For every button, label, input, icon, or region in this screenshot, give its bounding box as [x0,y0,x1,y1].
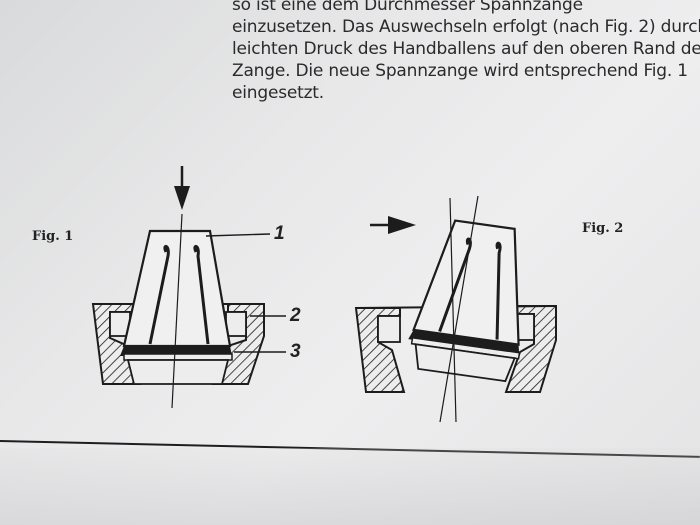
text-line-3: leichten Druck des Handballens auf den o… [232,39,700,59]
part-label-3: 3 [290,341,301,362]
text-line-4: Zange. Die neue Spannzange wird entsprec… [232,61,688,81]
instruction-paragraph: so ist eine dem Durchmesser Spannzange e… [232,0,700,104]
fig2-drawing [354,195,557,423]
right-arrow-icon [370,216,416,234]
part-label-2: 2 [290,305,301,326]
fig1-collet [120,213,233,409]
fig1-label: Fig. 1 [32,229,74,244]
fig2-label: Fig. 2 [582,221,624,236]
vertical-axis-line [449,197,457,423]
text-line-2: einzusetzen. Das Auswechseln erfolgt (na… [232,17,700,37]
fig1-drawing [91,166,286,409]
text-line-5: eingesetzt. [232,83,324,103]
page-bottom-shadow [0,448,700,525]
text-line-1: so ist eine dem Durchmesser Spannzange [232,0,583,15]
down-arrow-icon [174,166,190,210]
part-label-1: 1 [274,223,285,244]
tilted-axis-line [439,195,479,423]
leader-line-1 [205,233,271,237]
